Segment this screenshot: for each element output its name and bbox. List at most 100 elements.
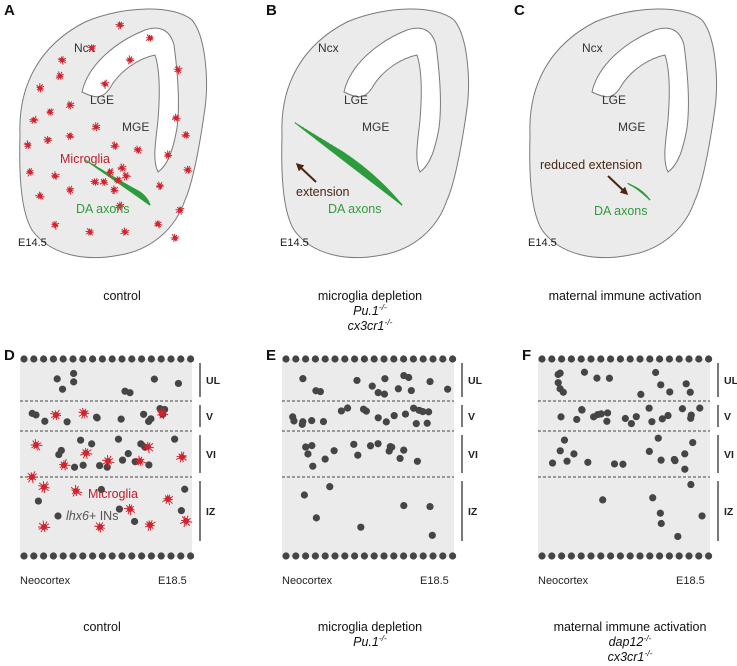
interneuron: [388, 443, 396, 451]
condition-caption: maternal immune activation: [554, 620, 707, 634]
edge-cell: [646, 355, 654, 363]
edge-cell: [177, 552, 185, 560]
interneuron: [405, 373, 413, 382]
microglia-cell: [110, 185, 119, 195]
stage-label: E14.5: [280, 237, 309, 249]
interneuron: [374, 389, 382, 397]
genotype-label: Pu.1-/-: [353, 302, 387, 318]
axon-line: [131, 187, 151, 206]
edge-cell: [69, 355, 77, 363]
interneuron: [171, 435, 179, 443]
genotype-list: Pu.1-/-cx3cr1-/-: [348, 302, 393, 333]
edge-cell: [187, 355, 195, 363]
microglia-cell: [156, 406, 169, 420]
edge-cell: [567, 355, 575, 363]
interneuron: [380, 390, 389, 398]
microglia-cell: [78, 407, 90, 419]
edge-cell: [646, 552, 654, 560]
lateral-ventricle: [343, 27, 441, 173]
condition-caption: control: [103, 289, 141, 303]
interneuron: [326, 483, 334, 491]
interneuron: [79, 461, 87, 469]
dopaminergic-axons: [294, 122, 403, 206]
interneuron: [425, 408, 433, 416]
microglia-cell: [38, 481, 50, 494]
edge-cell: [79, 552, 87, 560]
condition-caption: microglia depletion: [318, 289, 422, 303]
edge-cell: [636, 552, 644, 560]
interneuron: [656, 509, 664, 517]
edge-cell: [409, 355, 417, 363]
edge-cell: [400, 552, 408, 560]
edge-cell: [656, 552, 664, 560]
interneuron-key-dot: [54, 512, 62, 520]
tissue-label: Neocortex: [20, 575, 71, 587]
interneuron: [390, 412, 398, 420]
microglia-cell: [141, 441, 154, 454]
edge-cell: [118, 552, 126, 560]
edge-cell: [360, 355, 368, 363]
edge-cell: [360, 552, 368, 560]
edge-cell: [108, 355, 116, 363]
interneuron: [621, 414, 629, 423]
stage-label: E18.5: [676, 575, 705, 587]
edge-cell: [449, 552, 457, 560]
panel-letter: A: [4, 2, 15, 19]
axon-line: [630, 184, 651, 201]
interneuron: [34, 497, 43, 505]
edge-cell: [390, 552, 398, 560]
edge-cell: [587, 355, 595, 363]
interneuron: [174, 379, 183, 388]
microglia-cell: [55, 71, 64, 81]
interneuron: [308, 417, 316, 425]
edge-cell: [400, 355, 408, 363]
interneuron: [658, 415, 666, 423]
interneuron: [330, 447, 338, 455]
interneuron: [337, 407, 345, 415]
interneuron: [145, 461, 153, 469]
edge-cell: [439, 355, 447, 363]
genotype-list: Pu.1-/-: [353, 633, 387, 649]
edge-cell: [321, 552, 329, 560]
microglia-label: Microglia: [60, 152, 110, 166]
edge-cell: [341, 552, 349, 560]
ncx-label: Ncx: [318, 41, 339, 55]
interneuron: [423, 419, 431, 427]
interneuron: [58, 385, 67, 393]
edge-cell: [341, 355, 349, 363]
edge-cell: [577, 552, 585, 560]
axon-label: DA axons: [328, 202, 382, 216]
microglia-cell: [35, 191, 45, 200]
panel-letter: C: [514, 2, 525, 19]
edge-cell: [626, 355, 634, 363]
layer-label: V: [724, 411, 731, 423]
interneuron: [556, 385, 564, 393]
lateral-ventricle: [591, 27, 689, 173]
microglia-cell: [175, 451, 187, 463]
microglia-cells: [26, 406, 193, 533]
interneuron: [57, 446, 65, 455]
edge-cell: [616, 355, 624, 363]
axon-label: DA axons: [76, 202, 130, 216]
edge-cell: [597, 552, 605, 560]
interneuron: [670, 455, 678, 464]
interneuron: [698, 512, 706, 520]
interneuron: [115, 505, 124, 513]
interneuron: [344, 404, 352, 412]
brain-section: [19, 8, 208, 259]
layer-label: V: [468, 411, 475, 423]
interneuron: [649, 494, 657, 502]
layer-label: IZ: [468, 506, 478, 518]
microglia-cell: [25, 168, 34, 177]
interneuron: [666, 388, 674, 396]
edge-cell: [311, 355, 319, 363]
interneuron: [573, 415, 581, 424]
edge-cell: [79, 355, 87, 363]
interneuron: [309, 462, 317, 470]
interneuron: [304, 450, 312, 458]
edge-cell: [449, 355, 457, 363]
interneuron: [121, 387, 129, 395]
interneuron: [681, 465, 689, 473]
edge-cell: [138, 552, 146, 560]
